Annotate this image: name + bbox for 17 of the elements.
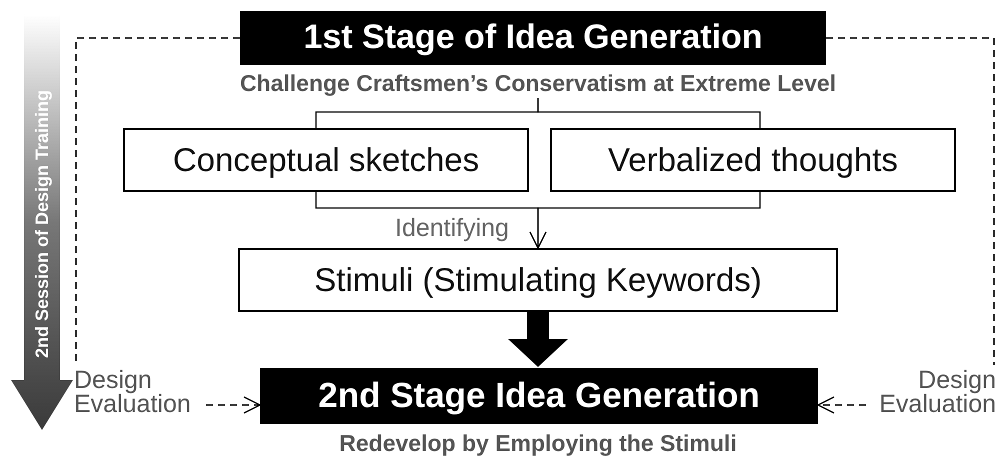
block-arrow bbox=[508, 312, 568, 367]
process-box: Verbalized thoughts bbox=[550, 128, 956, 192]
connector-line bbox=[537, 98, 761, 128]
vertical-label: 2nd Session of Design Training bbox=[31, 88, 53, 360]
subtitle: Challenge Craftsmen’s Conservatism at Extreme Level bbox=[238, 69, 838, 98]
connector-line bbox=[826, 37, 995, 365]
arrow bbox=[206, 396, 261, 414]
stage-header: 2nd Stage Idea Generation bbox=[260, 368, 818, 424]
evaluation-label: Design Evaluation bbox=[74, 369, 191, 417]
process-box: Stimuli (Stimulating Keywords) bbox=[238, 248, 838, 312]
arrow bbox=[817, 396, 866, 414]
evaluation-label: Design Evaluation bbox=[879, 369, 996, 417]
stage-header: 1st Stage of Idea Generation bbox=[240, 11, 826, 65]
edge-label: Identifying bbox=[395, 216, 509, 241]
subtitle: Redevelop by Employing the Stimuli bbox=[338, 429, 738, 458]
process-box: Conceptual sketches bbox=[123, 128, 529, 192]
arrow bbox=[529, 192, 761, 249]
